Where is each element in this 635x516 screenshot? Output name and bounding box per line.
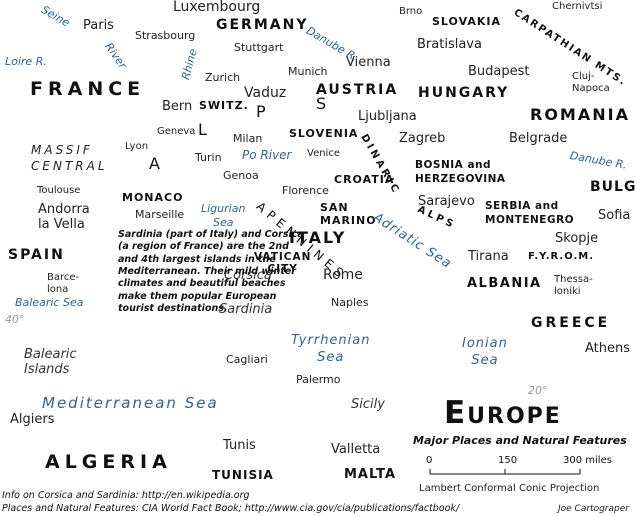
city-andorra-la-vella: Andorra la Vella xyxy=(38,202,90,232)
river-rhine: Rhine xyxy=(179,47,200,82)
scale-tick-0: 0 xyxy=(426,455,433,466)
source-line-2: Places and Natural Features: CIA World F… xyxy=(2,503,460,514)
river-danube-east: Danube R. xyxy=(568,149,628,172)
city-belgrade: Belgrade xyxy=(509,131,568,146)
sea-tyrrhenian: Tyrrhenian Sea xyxy=(291,333,371,365)
city-stuttgart: Stuttgart xyxy=(234,41,284,54)
country-algeria: ALGERIA xyxy=(45,451,172,473)
city-barcelona: Barce- lona xyxy=(47,272,80,295)
city-toulouse: Toulouse xyxy=(37,185,81,196)
city-milan: Milan xyxy=(233,132,263,145)
country-bosnia: BOSNIA and HERZEGOVINA xyxy=(415,159,506,186)
city-naples: Naples xyxy=(331,296,369,309)
map-title: Europe xyxy=(444,395,562,431)
island-sicily: Sicily xyxy=(351,397,385,412)
city-athens: Athens xyxy=(585,341,631,356)
city-marseille: Marseille xyxy=(135,208,185,221)
island-balearic: Balearic Islands xyxy=(24,347,77,377)
country-tunisia: TUNISIA xyxy=(212,468,274,482)
country-switzerland: SWITZ. xyxy=(199,99,249,112)
country-albania: ALBANIA xyxy=(467,276,542,291)
city-vaduz: Vaduz xyxy=(244,85,287,101)
mountain-alps-a: A xyxy=(149,154,162,173)
city-sofia: Sofia xyxy=(598,208,631,223)
city-lyon: Lyon xyxy=(125,141,149,152)
city-algiers: Algiers xyxy=(10,412,55,427)
sea-balearic: Balearic Sea xyxy=(15,296,84,309)
country-romania: ROMANIA xyxy=(530,105,630,124)
projection-label: Lambert Conformal Conic Projection xyxy=(419,483,600,494)
country-slovenia: SLOVENIA xyxy=(289,127,359,140)
city-genoa: Genoa xyxy=(223,169,259,182)
country-greece: GREECE xyxy=(531,315,611,331)
island-corsica: Corsica xyxy=(224,268,272,283)
scale-tick-300: 300 miles xyxy=(563,455,612,466)
country-fyrom: F.Y.R.O.M. xyxy=(528,251,595,262)
mountain-alps-l: L xyxy=(198,120,209,139)
city-sarajevo: Sarajevo xyxy=(418,194,475,209)
country-monaco: MONACO xyxy=(122,191,184,204)
cartographer-credit: Joe Cartograper xyxy=(558,504,629,514)
country-germany: GERMANY xyxy=(216,17,309,33)
country-slovakia: SLOVAKIA xyxy=(432,15,502,28)
city-zurich: Zurich xyxy=(205,71,241,84)
city-strasbourg: Strasbourg xyxy=(135,29,196,42)
island-sardinia: Sardinia xyxy=(219,302,273,317)
city-tunis: Tunis xyxy=(223,438,256,453)
info-note: Sardinia (part of Italy) and Corsica (a … xyxy=(118,229,304,315)
city-florence: Florence xyxy=(282,184,329,197)
sea-ionian: Ionian Sea xyxy=(462,336,508,368)
city-vienna: Vienna xyxy=(346,55,391,70)
country-malta: MALTA xyxy=(344,467,397,482)
city-cagliari: Cagliari xyxy=(226,353,268,366)
country-vatican-city: VATICAN CITY xyxy=(254,251,312,276)
source-line-1: Info on Corsica and Sardinia: http://en.… xyxy=(2,490,250,501)
country-serbia-montenegro: SERBIA and MONTENEGRO xyxy=(485,200,575,227)
city-skopje: Skopje xyxy=(555,231,599,246)
country-france: FRANCE xyxy=(30,78,146,100)
map-subtitle: Major Places and Natural Features xyxy=(413,434,627,447)
sea-ligurian: Ligurian Sea xyxy=(201,202,246,229)
country-austria: AUSTRIA xyxy=(316,82,399,98)
river-label: River xyxy=(102,40,130,72)
scale-tick-150: 150 xyxy=(498,455,518,466)
country-spain: SPAIN xyxy=(8,247,65,263)
city-venice: Venice xyxy=(307,148,340,159)
river-po: Po River xyxy=(242,148,292,162)
city-ljubljana: Ljubljana xyxy=(358,109,417,124)
country-croatia: CROATIA xyxy=(334,173,395,186)
city-bern: Bern xyxy=(162,99,193,114)
mountain-dinaric: DINARIC xyxy=(358,132,402,197)
country-san-marino: SAN MARINO xyxy=(320,201,377,228)
city-brno: Brno xyxy=(399,6,423,17)
mountain-alps-s: S xyxy=(316,94,329,113)
graticule-40: 40° xyxy=(5,313,25,326)
graticule-20: 20° xyxy=(528,384,548,397)
city-paris: Paris xyxy=(83,18,114,33)
river-danube-north: Danube R. xyxy=(304,24,361,65)
city-bratislava: Bratislava xyxy=(417,37,482,52)
city-rome: Rome xyxy=(323,267,363,283)
city-valletta: Valletta xyxy=(331,442,381,457)
country-italy: ITALY xyxy=(289,228,347,247)
city-luxembourg: Luxembourg xyxy=(173,0,261,15)
sea-mediterranean: Mediterranean Sea xyxy=(42,394,219,412)
country-hungary: HUNGARY xyxy=(418,85,510,101)
mountain-alps-p: P xyxy=(256,102,268,121)
river-loire: Loire R. xyxy=(5,55,47,68)
city-turin: Turin xyxy=(195,151,222,164)
city-chernivtsi: Chernivtsi xyxy=(552,1,603,12)
city-geneva: Geneva xyxy=(157,126,196,137)
city-budapest: Budapest xyxy=(468,64,530,79)
city-thessaloniki: Thessa- loniki xyxy=(554,274,593,297)
mountain-massif-central: MASSIF CENTRAL xyxy=(31,143,108,174)
city-zagreb: Zagreb xyxy=(399,131,446,146)
city-cluj-napoca: Cluj- Napoca xyxy=(572,71,610,94)
city-munich: Munich xyxy=(288,65,328,78)
country-bulgaria: BULG. xyxy=(590,179,635,195)
scale-bar xyxy=(429,469,581,475)
city-palermo: Palermo xyxy=(296,373,341,386)
river-seine: Seine xyxy=(39,3,72,30)
city-tirana: Tirana xyxy=(468,249,509,264)
